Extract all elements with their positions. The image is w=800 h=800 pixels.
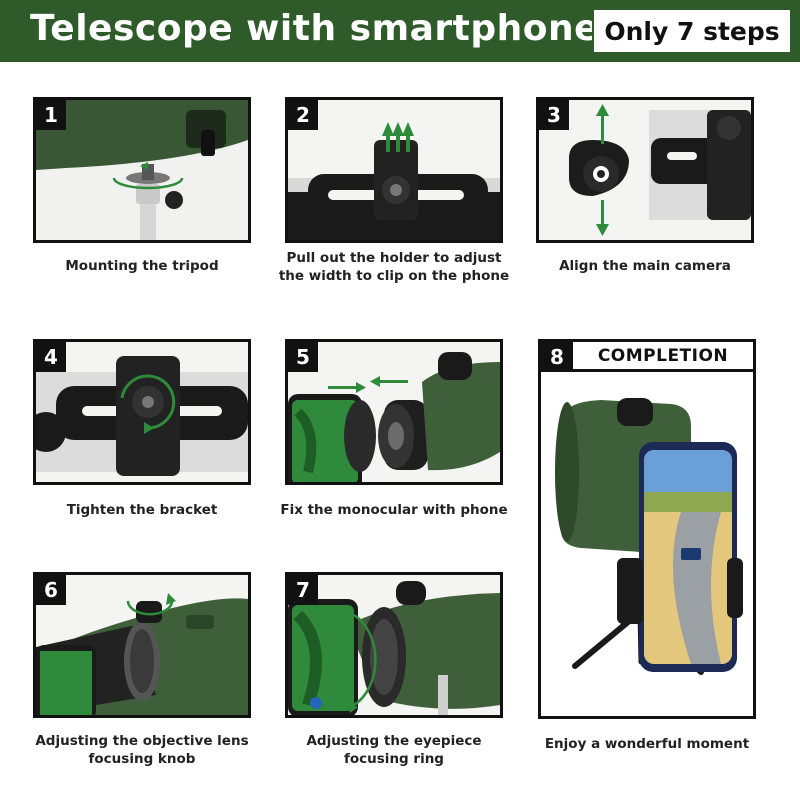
caption-line: Mounting the tripod <box>65 258 219 274</box>
caption-line: Fix the monocular with phone <box>280 502 508 518</box>
step-7-image: 7 <box>285 572 503 718</box>
step-caption: Adjusting the eyepiece focusing ring <box>265 732 523 768</box>
step-1-image: 1 <box>33 97 251 243</box>
step-caption: Mounting the tripod <box>13 257 271 275</box>
caption-line: Tighten the bracket <box>66 502 218 518</box>
down-arrow-icon <box>601 200 604 226</box>
caption-line: focusing ring <box>344 751 444 767</box>
step-2-image: 2 <box>285 97 503 243</box>
up-arrow-icon <box>382 122 414 152</box>
smartphone-icon <box>288 394 362 482</box>
steps-badge: Only 7 steps <box>592 8 792 54</box>
step-6-image: 6 <box>33 572 251 718</box>
rotate-arrow-icon <box>112 177 184 190</box>
caption-line: the width to clip on the phone <box>278 268 510 284</box>
step-4-image: 4 <box>33 339 251 485</box>
rotate-arrow-icon <box>126 600 174 616</box>
completion-panel: 8 COMPLETION <box>538 339 756 719</box>
step-number: 1 <box>36 100 66 130</box>
monocular-icon <box>541 342 753 716</box>
rotate-arrow-icon <box>120 374 176 430</box>
step-number: 2 <box>288 100 318 130</box>
page-title: Telescope with smartphone <box>30 8 600 49</box>
smartphone-icon <box>36 645 96 715</box>
step-number: 4 <box>36 342 66 372</box>
step-3-image: 3 <box>536 97 754 243</box>
monocular-icon <box>288 342 500 482</box>
caption-line: Adjusting the objective lens <box>35 733 249 749</box>
rotate-arrow-icon <box>353 613 377 707</box>
monocular-icon <box>288 575 500 715</box>
step-caption: Adjusting the objective lens focusing kn… <box>13 732 271 768</box>
step-number: 6 <box>36 575 66 605</box>
step-caption: Fix the monocular with phone <box>265 501 523 519</box>
step-number: 8 <box>541 342 573 372</box>
step-caption: Pull out the holder to adjust the width … <box>265 249 523 285</box>
left-arrow-icon <box>378 380 408 383</box>
step-number: 5 <box>288 342 318 372</box>
completion-label: COMPLETION <box>573 342 753 372</box>
phone-holder-icon <box>539 100 751 240</box>
step-5-image: 5 <box>285 339 503 485</box>
smartphone-icon <box>288 599 358 715</box>
up-arrow-icon <box>601 114 604 144</box>
step-caption: Align the main camera <box>516 257 774 275</box>
steps-badge-label: Only 7 steps <box>604 16 780 46</box>
right-arrow-icon <box>328 386 358 389</box>
smartphone-icon <box>617 442 743 672</box>
caption-line: Align the main camera <box>559 258 731 274</box>
step-number: 7 <box>288 575 318 605</box>
monocular-icon <box>36 575 248 715</box>
step-caption: Tighten the bracket <box>13 501 271 519</box>
caption-line: Pull out the holder to adjust <box>286 250 502 266</box>
monocular-icon <box>36 100 248 240</box>
phone-holder-icon <box>36 342 248 482</box>
caption-line: focusing knob <box>88 751 196 767</box>
caption-line: Adjusting the eyepiece <box>306 733 482 749</box>
step-number: 3 <box>539 100 569 130</box>
header-banner: Telescope with smartphone Only 7 steps <box>0 0 800 62</box>
completion-caption: Enjoy a wonderful moment <box>544 736 750 752</box>
phone-holder-icon <box>288 100 500 240</box>
